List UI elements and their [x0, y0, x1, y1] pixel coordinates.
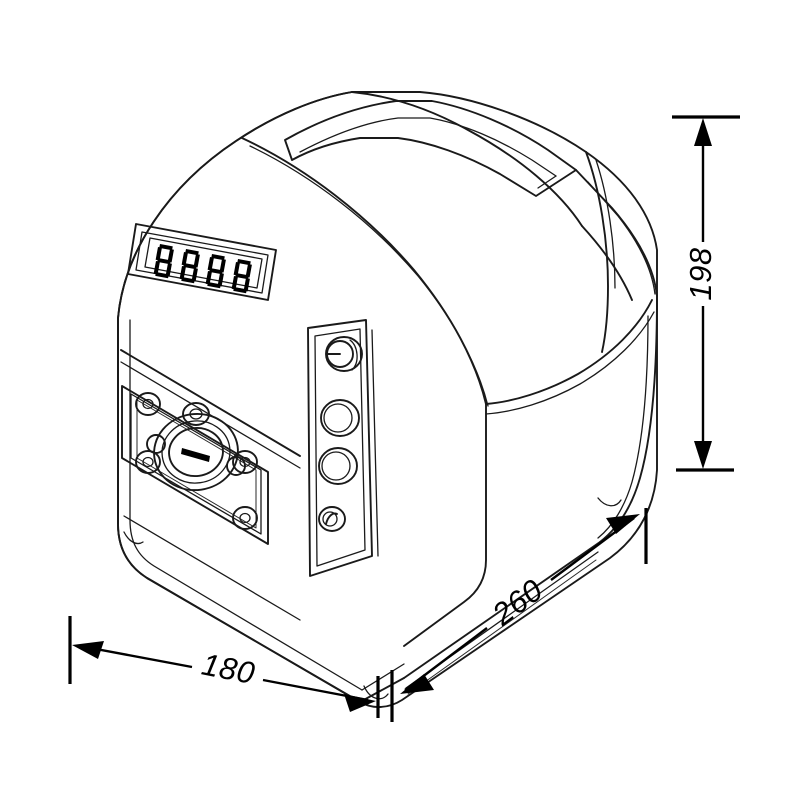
mounting-screw-top-right	[232, 450, 258, 474]
depth-dimension-label: 260	[485, 572, 549, 633]
pump-body-outline	[117, 91, 658, 708]
display-digit-4	[231, 259, 252, 294]
start-stop-button[interactable]	[320, 399, 360, 437]
pump-head	[121, 385, 269, 545]
feet	[123, 497, 622, 700]
power-switch[interactable]	[318, 506, 346, 532]
height-dimension-label: 198	[683, 247, 718, 300]
mounting-screw-bottom-right	[232, 506, 258, 530]
mounting-screw-bottom-left	[135, 450, 161, 474]
height-dimension: 198	[672, 115, 740, 472]
depth-dimension: 260	[390, 508, 648, 722]
display-assembly	[127, 223, 277, 301]
width-dimension-label: 180	[199, 646, 258, 691]
mounting-screw-top-left	[135, 392, 161, 416]
display-digit-1	[153, 244, 174, 279]
seven-segment-display	[153, 244, 252, 294]
speed-knob[interactable]	[325, 336, 363, 372]
display-digit-3	[205, 254, 226, 289]
display-digit-2	[179, 249, 200, 284]
control-panel	[307, 319, 379, 577]
width-dimension: 180	[68, 616, 380, 718]
direction-button[interactable]	[318, 447, 358, 485]
